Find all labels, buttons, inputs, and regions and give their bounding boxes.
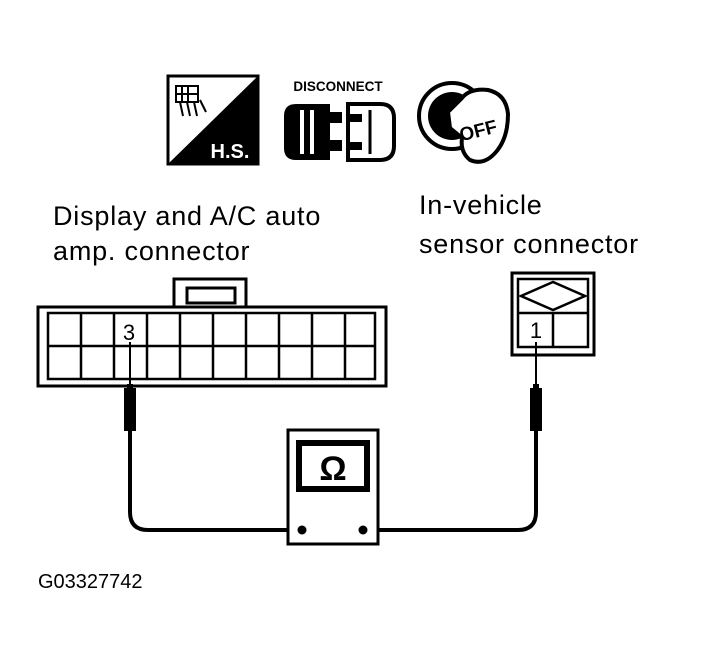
right-connector: 1 bbox=[510, 271, 596, 357]
left-probe bbox=[124, 342, 136, 431]
left-terminal-label: 3 bbox=[123, 320, 135, 345]
disconnect-icon: DISCONNECT bbox=[284, 79, 396, 162]
right-connector-label-line2: sensor connector bbox=[419, 229, 639, 259]
ignition-key-off-icon: OFF bbox=[417, 81, 511, 164]
right-terminal-label: 1 bbox=[530, 318, 542, 343]
left-test-lead bbox=[128, 431, 300, 532]
figure-id: G03327742 bbox=[38, 571, 143, 593]
ohmmeter: Ω bbox=[286, 428, 380, 546]
left-connector-cavity-grid bbox=[48, 313, 375, 379]
left-connector-label-line1: Display and A/C auto bbox=[53, 201, 322, 231]
disconnect-label: DISCONNECT bbox=[293, 79, 383, 94]
right-test-lead bbox=[364, 431, 538, 532]
right-connector-label-line1: In-vehicle bbox=[419, 190, 543, 220]
meter-terminal-right bbox=[358, 525, 368, 535]
ohm-symbol: Ω bbox=[319, 450, 346, 488]
connector-key-diamond bbox=[517, 280, 589, 312]
right-probe bbox=[530, 342, 542, 431]
meter-terminal-left bbox=[297, 525, 307, 535]
left-connector: 3 bbox=[36, 277, 388, 388]
hs-label: H.S. bbox=[211, 141, 250, 163]
left-connector-label-line2: amp. connector bbox=[53, 236, 251, 266]
harness-side-icon: H.S. bbox=[166, 74, 260, 166]
